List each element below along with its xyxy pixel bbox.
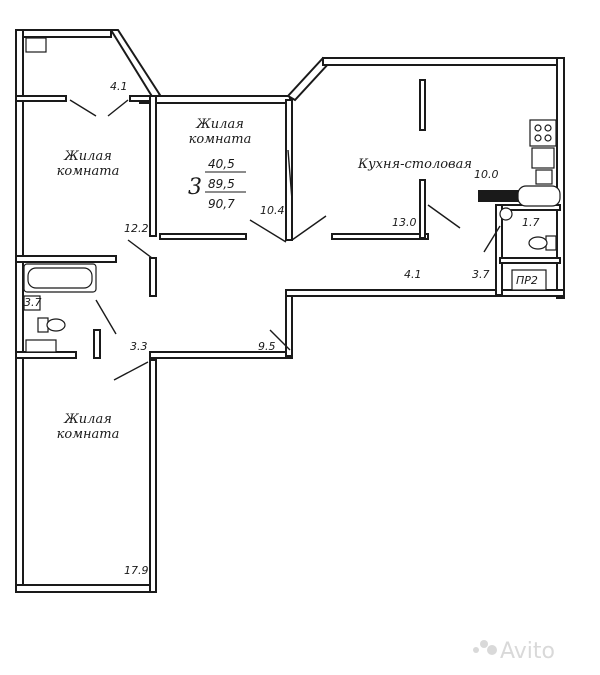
toilet-bowl-left [46, 318, 66, 332]
sink-left [23, 295, 41, 311]
wall-kitchen-column-top [419, 79, 426, 131]
usable-area: 89,5 [208, 177, 235, 191]
wall-right [556, 57, 565, 299]
toilet-bowl-right [528, 236, 548, 250]
wall-balcony-top [15, 29, 112, 38]
area-balcony: 4.1 [110, 80, 128, 93]
area-kitchen-alt: 10.0 [474, 168, 499, 181]
watermark-dot-1 [473, 647, 479, 653]
kitchen-sink [531, 147, 555, 169]
burner-1 [534, 124, 542, 132]
area-corridor-left: 3.3 [130, 340, 148, 353]
wall-bottom-room-right [149, 359, 157, 593]
rooms-count: 3 [188, 175, 202, 200]
wall-bath-right [93, 329, 101, 359]
area-room-left-bottom: 17.9 [124, 564, 149, 577]
wall-left-mid-lower [149, 257, 157, 297]
burner-3 [534, 134, 542, 142]
door-bath-left [95, 299, 117, 335]
door-kitchen [291, 215, 327, 241]
room-left-bottom-label-2: комната [57, 427, 120, 442]
area-wc: 1.7 [522, 216, 540, 229]
watermark-dot-3 [487, 645, 497, 655]
door-left-room [127, 239, 153, 259]
door-balcony-left [69, 99, 97, 117]
area-kitchen: 13.0 [392, 216, 417, 229]
area-corridor: 9.5 [258, 340, 276, 353]
wall-wc-left [495, 204, 503, 296]
burner-4 [544, 134, 552, 142]
living-area: 40,5 [208, 157, 235, 171]
wall-left-mid [149, 95, 157, 237]
wall-kitchen-top [322, 57, 561, 66]
door-kitchen-column [427, 204, 461, 229]
kitchen-sink-2 [535, 169, 553, 185]
washer-left [25, 339, 57, 353]
room-left-bottom-label-1: Жилая [63, 412, 112, 427]
sink-wc [499, 207, 513, 221]
door-wc [483, 225, 501, 253]
burner-2 [544, 124, 552, 132]
doors [69, 99, 501, 381]
room-left-top-label-2: комната [57, 164, 120, 179]
wall-left [15, 99, 24, 593]
balcony-box [25, 37, 47, 53]
area-pantry: ПР2 [516, 274, 538, 287]
door-mid-room [249, 219, 287, 243]
wall-mid-bottom [159, 233, 247, 240]
total-area: 90,7 [208, 197, 235, 211]
watermark-text: Avito [500, 639, 555, 664]
bathtub-inner [27, 267, 93, 289]
area-bath-left: 3.7 [24, 296, 42, 309]
area-room-left-top: 12.2 [124, 222, 149, 235]
room-mid-label-2: комната [189, 132, 252, 147]
wall-balcony-sep-left [15, 95, 67, 102]
wall-mid-top [139, 95, 291, 104]
bathtub-right [517, 185, 561, 207]
area-hall: 4.1 [404, 268, 422, 281]
wall-balcony-left [15, 29, 24, 101]
room-left-top-label-1: Жилая [63, 149, 112, 164]
wall-wc-bottom [499, 257, 561, 264]
room-mid-label-1: Жилая [195, 117, 244, 132]
wall-kitchen-bottom [331, 233, 429, 240]
pantry-box [511, 269, 547, 291]
door-mid-kitchen [287, 149, 293, 201]
watermark-dot-2 [480, 640, 488, 648]
watermark: Avito [473, 639, 555, 664]
wall-hall-bottom [285, 289, 565, 297]
fixtures [23, 37, 561, 353]
wall-kitchen-column-bottom [419, 179, 426, 239]
stove [529, 119, 557, 147]
door-bottom-room [113, 361, 149, 381]
room-kitchen-label: Кухня-столовая [357, 157, 472, 172]
wall-bottom [15, 584, 157, 593]
door-corridor [269, 329, 291, 351]
area-bath-right: 3.7 [472, 268, 490, 281]
wall-left-room-bottom [15, 255, 117, 263]
area-room-mid: 10.4 [260, 204, 285, 217]
wall-bath-bottom [15, 351, 77, 359]
door-balcony-right [107, 99, 129, 117]
